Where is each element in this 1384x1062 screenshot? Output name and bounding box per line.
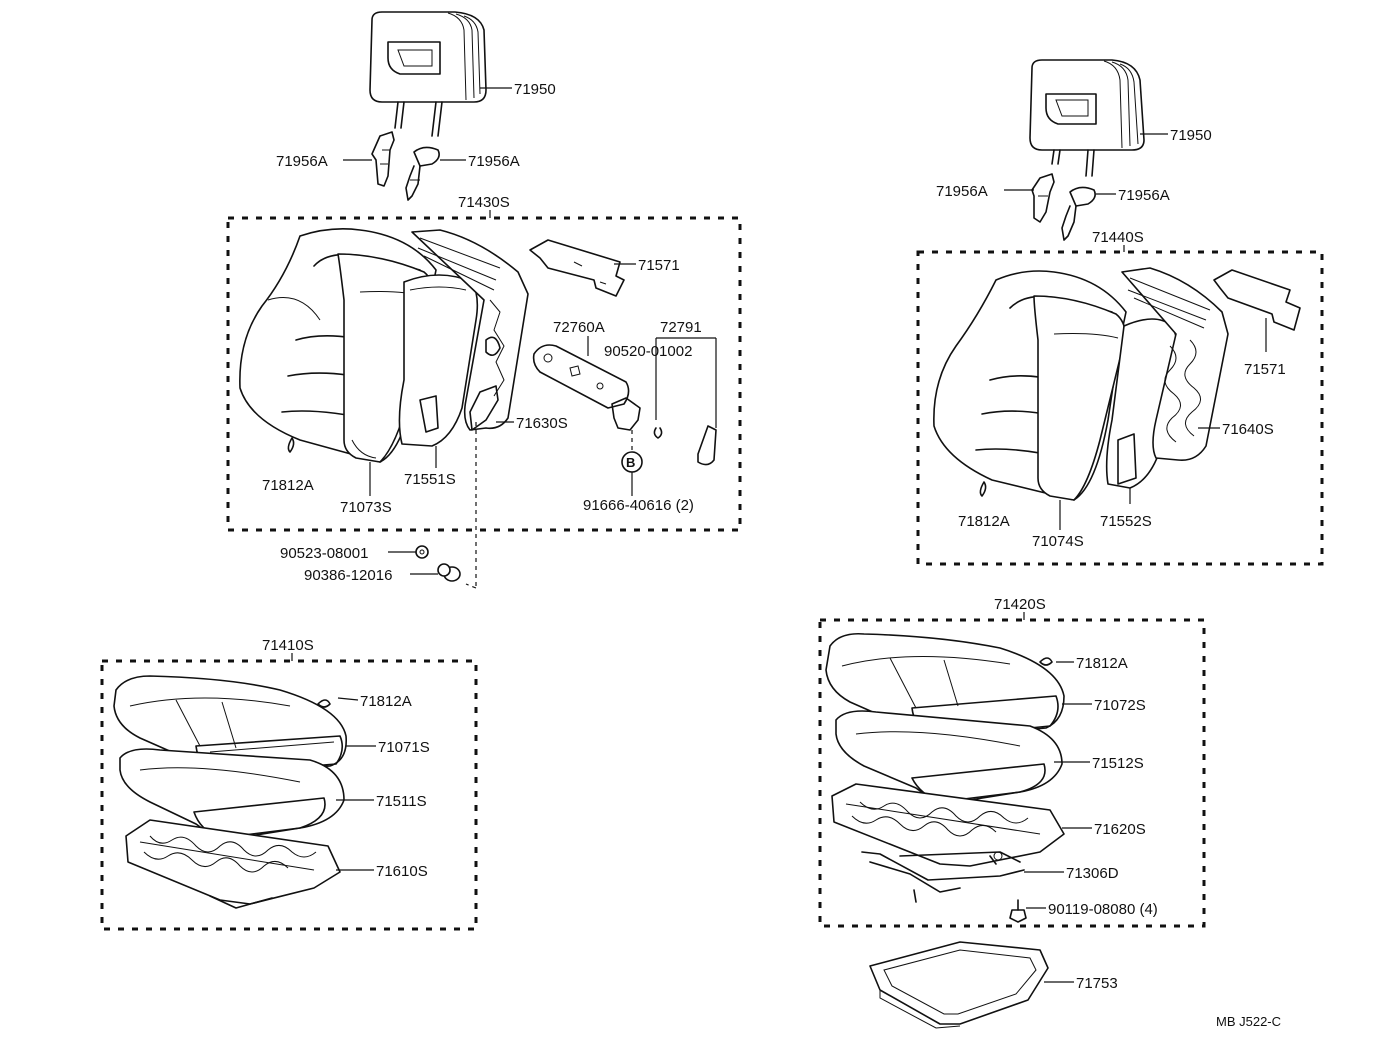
part-label-71552s: 71552S [1100, 513, 1152, 530]
part-label-71956a: 71956A [468, 153, 520, 170]
recliner-72760a[interactable] [532, 344, 641, 431]
bolt-90119[interactable] [1009, 899, 1027, 923]
group-box-71410s [100, 659, 478, 931]
part-label-71812a: 71812A [958, 513, 1010, 530]
trim-clip-right[interactable] [979, 481, 987, 497]
reference-b-label: B [626, 455, 635, 470]
cushion-frame-right[interactable] [831, 783, 1065, 867]
cushion-frame-left[interactable] [125, 819, 341, 909]
part-label-90386-12016: 90386-12016 [304, 567, 392, 584]
seatback-frame-right[interactable] [1121, 267, 1229, 462]
bushing-90386[interactable] [437, 563, 461, 582]
part-label-90119-08080: 90119-08080 (4) [1048, 901, 1158, 918]
part-label-71571: 71571 [1244, 361, 1286, 378]
part-label-72760a: 72760A [553, 319, 605, 336]
trim-clip-cushion-right[interactable] [1039, 657, 1053, 666]
headrest-guide-right-2[interactable] [1061, 186, 1096, 241]
part-label-71956a: 71956A [936, 183, 988, 200]
seatback-frame-left[interactable] [411, 229, 529, 431]
part-label-72791: 72791 [660, 319, 702, 336]
part-label-90523-08001: 90523-08001 [280, 545, 368, 562]
part-label-71812a: 71812A [1076, 655, 1128, 672]
part-label-71630s: 71630S [516, 415, 568, 432]
headrest-right[interactable] [1029, 59, 1145, 177]
lever-72791[interactable] [697, 425, 717, 466]
spring-90520[interactable] [653, 427, 663, 439]
group-label-71420s: 71420S [994, 596, 1046, 613]
part-label-71956a: 71956A [276, 153, 328, 170]
cushion-pad-left[interactable] [119, 748, 345, 839]
part-label-71073s: 71073S [340, 499, 392, 516]
headrest-guide-left-2[interactable] [405, 146, 440, 201]
washer-90523[interactable] [415, 545, 429, 559]
part-label-71512s: 71512S [1092, 755, 1144, 772]
group-label-71430s: 71430S [458, 194, 510, 211]
group-box-71420s [818, 618, 1206, 928]
trim-clip-left[interactable] [287, 437, 295, 453]
part-label-71074s: 71074S [1032, 533, 1084, 550]
part-label-71072s: 71072S [1094, 697, 1146, 714]
part-label-71812a: 71812A [360, 693, 412, 710]
part-label-71640s: 71640S [1222, 421, 1274, 438]
headrest-left[interactable] [369, 11, 487, 137]
seat-track-right[interactable] [861, 851, 1025, 903]
part-label-91666-40616: 91666-40616 (2) [583, 497, 694, 514]
part-label-71071s: 71071S [378, 739, 430, 756]
part-label-71950: 71950 [514, 81, 556, 98]
part-label-71610s: 71610S [376, 863, 428, 880]
part-label-71620s: 71620S [1094, 821, 1146, 838]
drawing-code: MB J522-C [1216, 1014, 1281, 1029]
board-71571-left[interactable] [529, 239, 625, 297]
group-box-71440s [916, 250, 1324, 566]
seatback-pad-left[interactable] [398, 274, 479, 447]
part-label-71571: 71571 [638, 257, 680, 274]
part-label-71551s: 71551S [404, 471, 456, 488]
part-label-71753: 71753 [1076, 975, 1118, 992]
part-label-71950: 71950 [1170, 127, 1212, 144]
cushion-pad-right[interactable] [835, 710, 1063, 803]
part-label-90520-01002: 90520-01002 [604, 343, 692, 360]
part-label-71306d: 71306D [1066, 865, 1119, 882]
group-label-71440s: 71440S [1092, 229, 1144, 246]
board-71571-right[interactable] [1213, 269, 1301, 331]
headrest-guide-right-1[interactable] [1031, 173, 1055, 223]
part-label-71956a: 71956A [1118, 187, 1170, 204]
group-box-71430s [226, 216, 742, 532]
part-label-71511s: 71511S [376, 793, 427, 810]
headrest-guide-left-1[interactable] [371, 131, 395, 187]
part-label-71812a: 71812A [262, 477, 314, 494]
tray-71753[interactable] [869, 941, 1049, 1029]
trim-clip-cushion-left[interactable] [317, 699, 331, 708]
group-label-71410s: 71410S [262, 637, 314, 654]
seatback-right[interactable] [933, 270, 1127, 501]
